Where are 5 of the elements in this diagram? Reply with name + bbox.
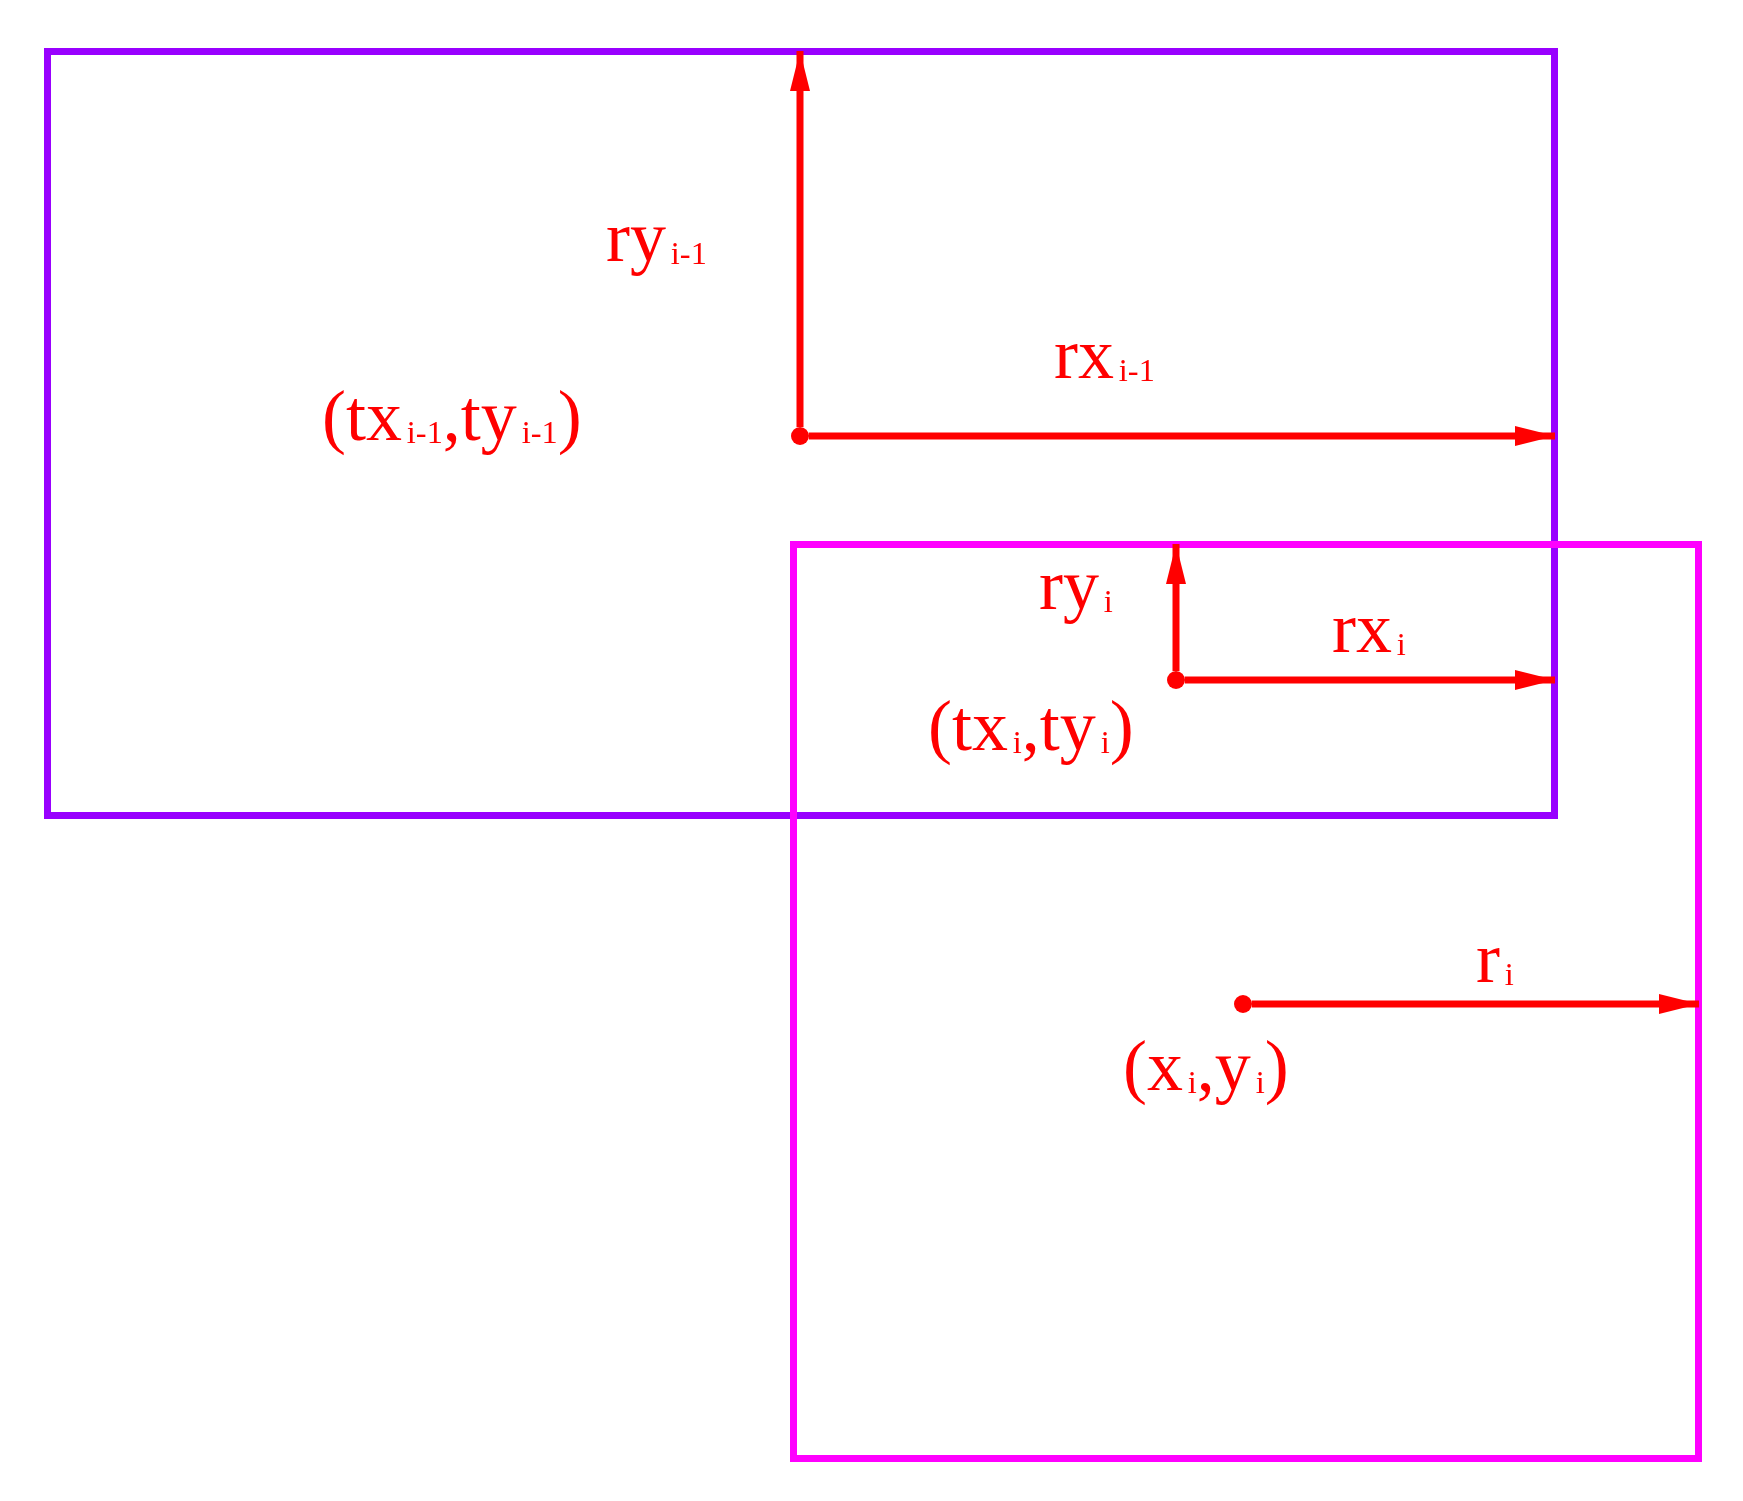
rectangle: [790, 541, 1702, 1462]
origin-dot: [1234, 995, 1252, 1013]
rectangle: [44, 48, 1558, 819]
origin-dot: [791, 427, 809, 445]
origin-dot: [1167, 671, 1185, 689]
